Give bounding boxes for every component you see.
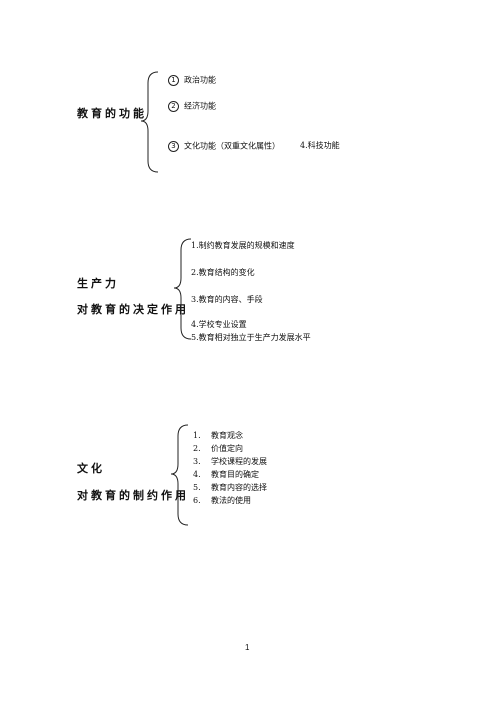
section-3-heading-line-2: 对教育的制约作用 <box>77 489 189 502</box>
item-text: 教法的使用 <box>211 496 251 505</box>
item-text: 文化功能（双重文化属性） <box>184 141 280 151</box>
section-3-item-5: 5. 教育内容的选择 <box>193 483 267 493</box>
item-text: 经济功能 <box>184 101 216 111</box>
circled-number-2: 2 <box>168 101 179 112</box>
item-number: 3. <box>193 457 201 466</box>
section-1-heading: 教育的功能 <box>77 107 147 120</box>
item-number: 2. <box>193 444 201 453</box>
section-1-item-1: 1 政治功能 <box>168 75 216 86</box>
item-text: 价值定向 <box>211 444 243 453</box>
item-number: 5. <box>193 483 201 492</box>
section-1-item-3: 3 文化功能（双重文化属性） <box>168 141 280 152</box>
item-number: 1. <box>193 431 201 440</box>
section-2-item-4: 4.学校专业设置 <box>191 320 247 329</box>
item-number: 6. <box>193 496 201 505</box>
section-2-item-2: 2.教育结构的变化 <box>191 268 255 277</box>
item-text: 教育观念 <box>211 431 243 440</box>
item-text: 教育内容的选择 <box>211 483 267 492</box>
page-number: 1 <box>245 643 250 652</box>
section-1-brace <box>140 71 159 173</box>
section-3-item-4: 4. 教育目的确定 <box>193 470 259 480</box>
circled-number-1: 1 <box>168 75 179 86</box>
section-1-item-2: 2 经济功能 <box>168 101 216 112</box>
item-text: 政治功能 <box>184 75 216 85</box>
item-number: 4. <box>193 470 201 479</box>
section-3-item-3: 3. 学校课程的发展 <box>193 457 267 467</box>
section-1-item-3-extra: 4.科技功能 <box>300 141 340 150</box>
item-text: 学校课程的发展 <box>211 457 267 466</box>
circled-number-3: 3 <box>168 141 179 152</box>
section-3-brace <box>170 424 189 526</box>
section-3-item-6: 6. 教法的使用 <box>193 496 251 506</box>
section-3-item-2: 2. 价值定向 <box>193 444 243 454</box>
section-3-item-1: 1. 教育观念 <box>193 431 243 441</box>
section-2-heading-line-2: 对教育的决定作用 <box>77 303 189 316</box>
section-3-heading-line-1: 文化 <box>77 462 105 475</box>
section-2-heading-line-1: 生产力 <box>77 277 119 290</box>
item-text: 教育目的确定 <box>211 470 259 479</box>
section-2-brace <box>173 238 192 340</box>
section-2-item-3: 3.教育的内容、手段 <box>191 295 263 304</box>
section-2-item-1: 1.制约教育发展的规模和速度 <box>191 241 295 250</box>
section-2-item-5: 5.教育相对独立于生产力发展水平 <box>191 333 311 342</box>
